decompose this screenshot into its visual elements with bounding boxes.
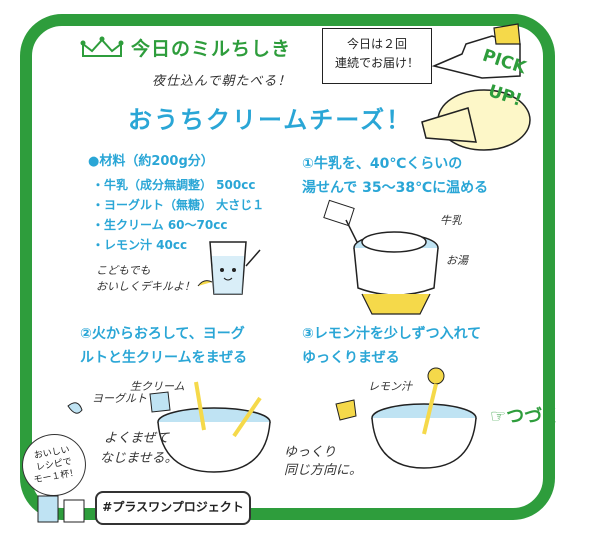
pointing-finger-icon: ☞: [490, 406, 507, 427]
header-title: 今日のミルちしき: [131, 38, 292, 60]
ingredients-handnote-2: おいしくデキルよ！: [96, 280, 195, 293]
mixing-bowl-step2-illustration: [67, 381, 271, 473]
ingredients-heading: ●材料（約200g分）: [88, 154, 214, 169]
pointing-hand-icon: [432, 23, 521, 79]
subtitle: 夜仕込んで朝たべる！: [152, 74, 292, 89]
step1-line-2: 湯せんで 35〜38℃に温める: [302, 180, 489, 196]
cheese-wheel-icon: [421, 89, 531, 151]
note-line-1: 今日は２回: [346, 37, 407, 51]
step3-line-1: ③レモン汁を少しずつ入れて: [302, 326, 482, 342]
crown-icon: [80, 36, 124, 57]
ingredient-item: ・生クリーム 60〜70cc: [92, 218, 228, 232]
main-title: おうちクリームチーズ！: [128, 106, 413, 134]
ingredient-item: ・ヨーグルト（無糖） 大さじ１: [92, 198, 265, 212]
step3-handnote-1: ゆっくり: [284, 445, 337, 460]
step1-line-1: ①牛乳を、40℃くらいの: [302, 156, 463, 172]
step1-label-water: お湯: [446, 254, 468, 267]
milk-carton-characters-icon: [37, 495, 85, 523]
step3-handnote-2: 同じ方向に。: [284, 463, 363, 478]
continue-label: ☞つづく: [490, 402, 560, 428]
mixing-bowl-step3-illustration: [335, 367, 477, 469]
ingredients-handnote-1: こどもでも: [96, 264, 151, 277]
step2-handnote-1: よくまぜて: [104, 431, 170, 446]
step2-label-cream: 生クリーム: [130, 380, 185, 393]
note-line-2: 連続でお届け！: [334, 56, 419, 70]
step3-line-2: ゆっくりまぜる: [302, 350, 400, 366]
milk-glass-character-icon: [197, 241, 261, 295]
step1-label-milk: 牛乳: [440, 214, 462, 227]
step2-handnote-2: なじませる。: [100, 451, 178, 466]
ingredient-item: ・レモン汁 40cc: [92, 238, 188, 252]
step2-line-2: ルトと生クリームをまぜる: [80, 350, 248, 366]
note-box: 今日は２回 連続でお届け！: [322, 28, 432, 84]
step3-label-lemon: レモン汁: [368, 380, 412, 393]
hashtag-badge: #プラスワンプロジェクト: [95, 491, 251, 525]
ingredient-item: ・牛乳（成分無調整） 500cc: [92, 178, 256, 192]
step2-line-1: ②火からおろして、ヨーグ: [80, 326, 245, 342]
double-boiler-illustration: [323, 199, 439, 315]
step2-label-yogurt: ヨーグルト: [92, 392, 147, 405]
continue-text: つづく: [506, 406, 561, 427]
